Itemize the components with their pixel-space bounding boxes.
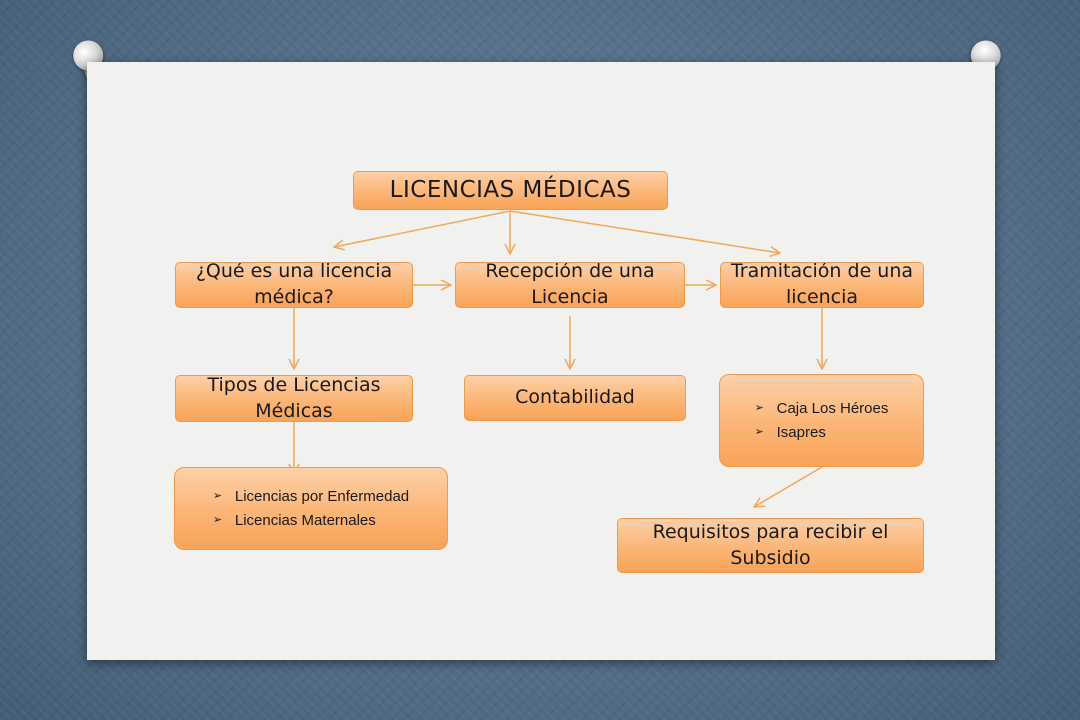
node-tramitacion: Tramitación de una licencia bbox=[720, 262, 924, 308]
node-requisitos: Requisitos para recibir el Subsidio bbox=[617, 518, 924, 573]
node-recepcion: Recepción de una Licencia bbox=[455, 262, 685, 308]
arrow-bullet-icon: ➢ bbox=[212, 490, 223, 503]
list-item: ➢ Caja Los Héroes bbox=[755, 397, 889, 420]
list-item: ➢ Licencias por Enfermedad bbox=[213, 485, 409, 508]
arrow-bullet-icon: ➢ bbox=[754, 402, 764, 415]
list-item: ➢ Isapres bbox=[755, 421, 889, 444]
entidades-list: ➢ Caja Los Héroes ➢ Isapres bbox=[755, 397, 889, 444]
diagram-title-node: LICENCIAS MÉDICAS bbox=[353, 171, 668, 210]
list-item-label: Licencias Maternales bbox=[234, 511, 376, 529]
node-que-es-text: ¿Qué es una licencia médica? bbox=[195, 262, 393, 308]
node-licencias-list: ➢ Licencias por Enfermedad ➢ Licencias M… bbox=[174, 467, 448, 550]
list-item-label: Licencias por Enfermedad bbox=[234, 488, 410, 506]
arrow-bullet-icon: ➢ bbox=[212, 513, 223, 526]
list-item-label: Caja Los Héroes bbox=[776, 400, 889, 418]
node-tipos-text: Tipos de Licencias Médicas bbox=[207, 375, 381, 422]
list-item: ➢ Licencias Maternales bbox=[213, 509, 409, 532]
list-item-label: Isapres bbox=[776, 423, 826, 441]
node-tipos: Tipos de Licencias Médicas bbox=[175, 375, 413, 422]
node-entidades: ➢ Caja Los Héroes ➢ Isapres bbox=[719, 374, 924, 467]
node-contabilidad-text: Contabilidad bbox=[515, 386, 635, 409]
node-tramitacion-text: Tramitación de una licencia bbox=[730, 262, 914, 308]
licencias-list: ➢ Licencias por Enfermedad ➢ Licencias M… bbox=[213, 485, 409, 532]
node-contabilidad: Contabilidad bbox=[464, 375, 686, 421]
node-requisitos-text: Requisitos para recibir el Subsidio bbox=[652, 520, 889, 569]
node-recepcion-text: Recepción de una Licencia bbox=[485, 262, 655, 308]
arrow-bullet-icon: ➢ bbox=[754, 425, 764, 438]
diagram-title-text: LICENCIAS MÉDICAS bbox=[389, 176, 632, 203]
node-que-es: ¿Qué es una licencia médica? bbox=[175, 262, 413, 308]
